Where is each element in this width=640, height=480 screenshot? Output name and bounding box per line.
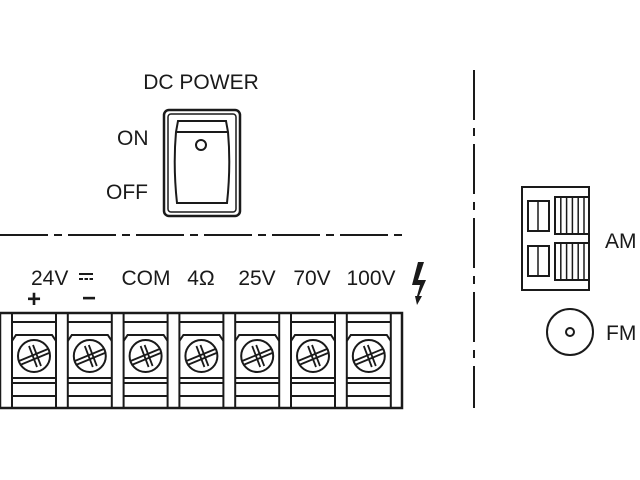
terminal-seat [290, 334, 336, 342]
terminal-screw-3[interactable] [128, 339, 163, 373]
screw-head-icon [17, 339, 51, 373]
power-rocker-switch[interactable] [162, 108, 242, 218]
dc-symbol-icon [79, 273, 93, 280]
terminal-label-70v: 70V [293, 267, 330, 290]
terminal-seat [66, 334, 113, 342]
terminal-screw-7[interactable] [351, 339, 386, 373]
terminal-seat [11, 334, 57, 342]
terminal-block [0, 311, 404, 410]
polarity-plus: + [27, 286, 41, 313]
screw-head-icon [184, 339, 219, 373]
fm-label: FM [606, 322, 636, 345]
switch-bezel-outer [162, 108, 242, 218]
fm-connector-pin [565, 327, 575, 337]
polarity-minus: − [82, 285, 96, 312]
am-label: AM [605, 230, 637, 253]
am-spring-clips [554, 196, 590, 281]
high-voltage-icon [412, 262, 426, 305]
switch-rocker [173, 120, 231, 204]
terminal-screw-6[interactable] [296, 339, 330, 373]
terminal-label-25v: 25V [238, 267, 275, 290]
terminal-screw-5[interactable] [240, 339, 275, 373]
screw-head-icon [240, 339, 275, 373]
switch-on-label: ON [117, 127, 149, 150]
screw-head-icon [72, 339, 107, 373]
fm-antenna-connector[interactable] [546, 308, 594, 356]
am-connector-housing [521, 186, 590, 291]
terminal-label-com: COM [122, 267, 171, 290]
switch-indicator-dot [195, 139, 207, 151]
screw-head-icon [296, 339, 330, 373]
terminal-seat [234, 334, 281, 342]
fm-connector-ring [546, 308, 594, 356]
terminal-label-4ohm: 4Ω [187, 267, 214, 290]
dc-power-title: DC POWER [143, 71, 259, 94]
terminal-block-frame [0, 311, 404, 410]
switch-bezel-inner [167, 113, 237, 213]
terminal-label-24v: 24V [31, 267, 68, 290]
screw-head-icon [128, 339, 163, 373]
am-antenna-connector[interactable] [521, 186, 590, 291]
terminal-screw-1[interactable] [17, 339, 51, 373]
screw-head-icon [351, 339, 386, 373]
terminal-seat [345, 334, 392, 342]
switch-off-label: OFF [106, 181, 148, 204]
terminal-seat [178, 334, 225, 342]
terminal-screw-4[interactable] [184, 339, 219, 373]
terminal-seat [122, 334, 169, 342]
terminal-screw-2[interactable] [72, 339, 107, 373]
terminal-label-100v: 100V [346, 267, 395, 290]
